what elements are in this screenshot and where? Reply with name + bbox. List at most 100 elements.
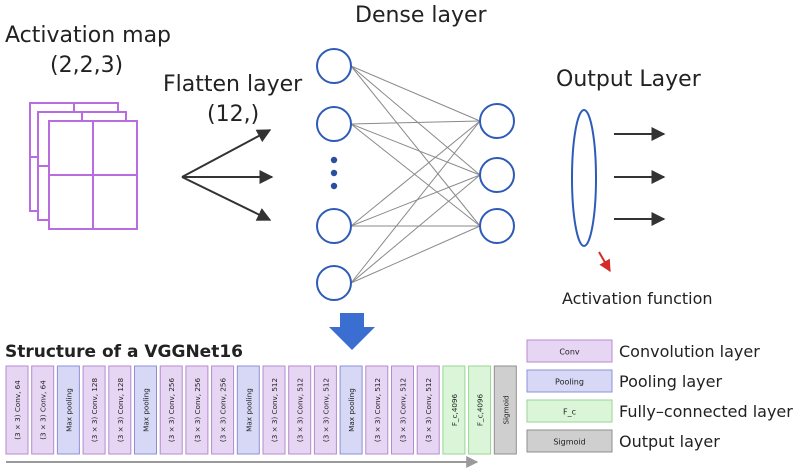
legend-item: Pooling Pooling layer [526, 369, 722, 393]
activation-map-stack [29, 102, 138, 230]
legend-text: Convolution layer [619, 342, 760, 361]
vgg-layer-conv [262, 365, 286, 455]
vgg-layer-label: (3 × 3) Conv, 512 [270, 378, 279, 442]
vgg-layer-block: (3 × 3) Conv, 512 [313, 365, 337, 455]
activation-map-title: Activation map [5, 23, 171, 48]
vgg-layer-fc [468, 365, 492, 455]
vgg-layer-label: (3 × 3) Conv, 256 [193, 378, 202, 443]
vgg-layer-block: (3 × 3) Conv, 64 [31, 365, 55, 455]
vgg-layer-fc [442, 365, 466, 455]
vgg-layer-label: (3 × 3) Conv, 512 [424, 378, 433, 442]
activation-arrow [598, 251, 611, 273]
flatten-arrows [181, 129, 274, 221]
vgg-layer-conv [313, 365, 337, 455]
dense-output-neurons [479, 103, 515, 244]
vgg-layer-block: (3 × 3) Conv, 512 [416, 365, 440, 455]
legend-text: Fully–connected layer [619, 402, 793, 421]
vgg-layer-pool [134, 365, 157, 455]
vgg-layer-conv [159, 365, 183, 455]
neuron [316, 48, 352, 84]
flatten-arrow [181, 129, 272, 178]
connection-line [350, 120, 481, 227]
flatten-layer-title: Flatten layer [163, 72, 303, 97]
vgg-layer-conv [365, 365, 389, 455]
neuron [479, 208, 515, 244]
vgg-layer-pool [236, 365, 260, 455]
output-layer-title: Output Layer [556, 67, 702, 92]
neuron [479, 157, 515, 193]
legend-key: Sigmoid [553, 438, 585, 447]
legend-key: Conv [559, 348, 580, 357]
connection-line [350, 120, 481, 125]
connection-line [350, 120, 481, 284]
flatten-layer-shape: (12,) [207, 102, 259, 127]
legend-item: Conv Convolution layer [526, 339, 760, 363]
vgg-layer-label: F_c,4096 [476, 393, 485, 426]
vgg-layer-label: (3 × 3) Conv, 128 [116, 378, 125, 443]
legend-key: Pooling [555, 378, 584, 387]
vgg-layer-conv [416, 365, 440, 455]
vgg-layer-conv [391, 365, 414, 455]
vgg-layer-label: Max pooling [64, 388, 73, 432]
vgg-layer-block: (3 × 3) Conv, 512 [391, 365, 414, 455]
connection-line [350, 65, 481, 176]
vgg-layer-block: Max pooling [56, 365, 80, 455]
legend-key: F_c [563, 408, 576, 417]
vgg-layer-block: Sigmoid [493, 365, 517, 455]
legend-item: Sigmoid Output layer [526, 429, 720, 453]
legend-text: Pooling layer [619, 372, 722, 391]
dense-layer-title: Dense layer [355, 3, 488, 28]
vgg-layer-label: (3 × 3) Conv, 512 [321, 378, 330, 442]
vgg-title: Structure of a VGGNet16 [5, 342, 243, 362]
activation-function-label: Activation function [562, 289, 713, 308]
vgg-layer-block: (3 × 3) Conv, 128 [108, 365, 132, 455]
activation-map-shape: (2,2,3) [50, 53, 123, 78]
neuron [316, 106, 352, 142]
activation-map-slice [48, 120, 138, 230]
ellipsis-dots [330, 156, 338, 190]
dense-input-neurons [316, 48, 352, 301]
legend-swatch [526, 339, 613, 363]
vgg-layer-conv [288, 365, 312, 455]
flatten-arrow [181, 176, 272, 221]
vgg-layer-block: F_c,4096 [468, 365, 492, 455]
vgg-layer-block: (3 × 3) Conv, 512 [288, 365, 312, 455]
vgg-layer-conv [211, 365, 235, 455]
neuron [479, 103, 515, 139]
vgg-layer-block: Max pooling [134, 365, 157, 455]
vgg-layer-label: (3 × 3) Conv, 256 [219, 378, 228, 443]
vgg-layer-conv [31, 365, 55, 455]
dense-connections [350, 65, 481, 284]
legend-swatch [526, 399, 613, 423]
output-layer-node [571, 109, 597, 247]
vgg-layer-label: (3 × 3) Conv, 256 [167, 378, 176, 443]
vgg-layer-block: (3 × 3) Conv, 128 [82, 365, 106, 455]
vgg-layer-conv [185, 365, 209, 455]
vgg-layer-label: F_c,4096 [450, 393, 459, 426]
vgg-layer-conv [82, 365, 106, 455]
vgg-layer-label: (3 × 3) Conv, 512 [296, 378, 305, 442]
vgg-layer-block: (3 × 3) Conv, 256 [159, 365, 183, 455]
connection-line [350, 65, 481, 227]
legend-item: F_c Fully–connected layer [526, 399, 793, 423]
vgg-layer-block: Max pooling [236, 365, 260, 455]
legend-swatch [526, 429, 613, 453]
connection-line [350, 123, 481, 227]
output-arrows [614, 127, 666, 226]
connection-line [350, 65, 481, 122]
vgg-layer-label: Sigmoid [501, 395, 510, 424]
legend-text: Output layer [619, 432, 720, 451]
connection-line [350, 225, 481, 284]
legend-swatch [526, 369, 613, 393]
connection-line [350, 174, 481, 284]
vgg-layer-pool [339, 365, 363, 455]
vgg-layer-label: Max pooling [244, 388, 253, 432]
neuron [316, 265, 352, 301]
vgg-layer-block: (3 × 3) Conv, 512 [262, 365, 286, 455]
vgg-layer-block: (3 × 3) Conv, 512 [365, 365, 389, 455]
vgg-layer-block: (3 × 3) Conv, 256 [211, 365, 235, 455]
vgg-layer-conv [108, 365, 132, 455]
